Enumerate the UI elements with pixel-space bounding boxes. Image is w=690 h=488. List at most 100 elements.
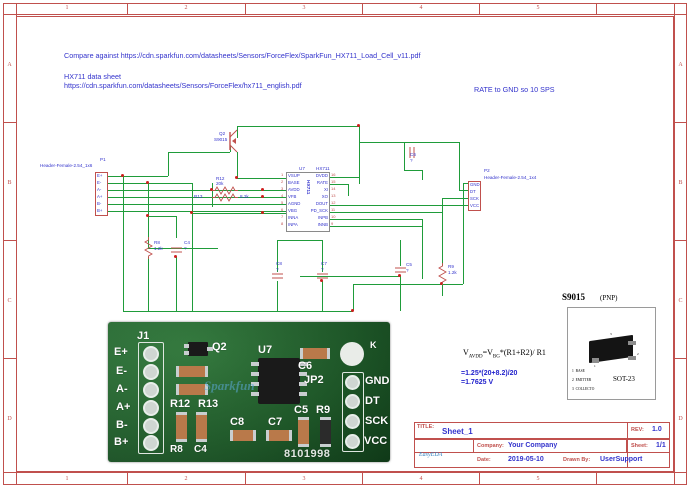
pcb-part-c5: [298, 417, 309, 447]
c4-symbol[interactable]: [170, 244, 183, 256]
r9-symbol[interactable]: [438, 263, 447, 285]
ruler-left-div-2: [3, 240, 16, 241]
junction-dot: [235, 176, 238, 179]
u7-left-pin-inna: INNA: [288, 215, 299, 220]
r9-value: 1.2k: [448, 270, 457, 275]
pcb-label-en: E-: [116, 365, 127, 377]
ruler-bottom-label-2: 2: [184, 476, 188, 482]
u7-right-pin-xo: XO: [321, 194, 328, 199]
c4-ref: C4: [184, 240, 190, 245]
formula-line1: VAVDD=VBG*(R1+R2)/ R1: [463, 348, 546, 360]
u7-right-pinnum-12: 12: [331, 200, 336, 205]
wire-innb: [330, 226, 422, 227]
pcb-u7-pin-r2: [299, 372, 307, 376]
ruler-left-div-1: [3, 122, 16, 123]
ruler-left-label-b: B: [7, 180, 12, 186]
sot23-lead-3: [628, 341, 636, 345]
pcb-pad-en[interactable]: [143, 364, 159, 380]
pcb-pad-an[interactable]: [143, 382, 159, 398]
wire-r12-avdd: [212, 190, 286, 191]
wire-r8c4-link: [148, 216, 176, 217]
c6-symbol[interactable]: [404, 146, 422, 159]
c5-symbol[interactable]: [394, 264, 407, 276]
u7-right-pinnum-15: 15: [331, 179, 336, 184]
p1-body[interactable]: [95, 172, 108, 216]
pcb-pad-bp[interactable]: [143, 435, 159, 451]
pcb-watermark: Sparkfun: [204, 378, 255, 393]
datasheet-type: (PNP): [600, 294, 618, 302]
jp2-silk-outline: [342, 372, 364, 452]
r8-ref: R8: [154, 240, 160, 245]
pcb-u7-pin-l3: [251, 382, 259, 386]
pcb-silk-k: K: [370, 340, 377, 350]
wire-c6-gnd: [422, 170, 423, 180]
u7-right-pinnum-11: 11: [331, 207, 336, 212]
ruler-top-label-5: 5: [536, 5, 540, 11]
junction-dot: [320, 279, 323, 282]
u7-ref: U7: [299, 166, 305, 171]
q2-ref: Q2: [219, 131, 226, 136]
wire-rate-down: [348, 184, 349, 196]
pcb-u7-pin-r3: [299, 382, 307, 386]
p1-ref: P1: [100, 157, 106, 162]
p2-pin-dt: DT: [470, 189, 476, 194]
date-value: 2019-05-10: [508, 456, 544, 463]
datasheet-pin-1: 1 BASE: [572, 369, 585, 373]
formula-line3: =1.7625 V: [461, 379, 494, 386]
junction-dot: [146, 214, 149, 217]
datasheet-part: S9015: [562, 292, 586, 302]
u7-right-pinnum-9: 9: [331, 221, 334, 226]
u7-left-pin-avdd: AVDD: [288, 187, 300, 192]
wire-c5-node: [300, 276, 400, 277]
title-value: Sheet_1: [442, 427, 473, 436]
r8-symbol[interactable]: [144, 237, 153, 259]
formula-sub-bg: BG: [492, 354, 500, 360]
pcb-pad-dt[interactable]: [345, 394, 360, 409]
ruler-bot-div-1: [127, 472, 128, 484]
c7-symbol[interactable]: [316, 270, 329, 282]
ruler-bot-div-2: [245, 472, 246, 484]
pcb-part-c4: [196, 412, 207, 442]
r13-symbol[interactable]: [212, 193, 238, 202]
pcb-u7-pin-l2: [251, 372, 259, 376]
u7-body[interactable]: [286, 172, 330, 232]
c8-symbol[interactable]: [271, 270, 284, 282]
pcb-pad-gnd[interactable]: [345, 375, 360, 390]
ruler-left-line: [16, 3, 17, 485]
junction-dot: [146, 181, 149, 184]
ruler-left-label-d: D: [7, 416, 12, 422]
q2-symbol[interactable]: [228, 128, 246, 156]
pcb-u7-pin-l1: [251, 362, 259, 366]
pcb-pad-bn[interactable]: [143, 418, 159, 434]
pcb-part-r12: [176, 366, 208, 377]
u7-right-pin-dvdd: DVDD: [315, 173, 328, 178]
wire-c6-left: [404, 142, 405, 170]
pcb-pad-sck[interactable]: [345, 414, 360, 429]
pcb-board-text: 8101998: [284, 448, 331, 460]
wire-p1-ep: [108, 176, 168, 177]
pcb-u7-pin-l4: [251, 392, 259, 396]
u7-left-pin-agnd: AGND: [288, 201, 301, 206]
p2-body[interactable]: [468, 181, 481, 211]
pcb-pad-vcc[interactable]: [345, 434, 360, 449]
wire-p1-bp: [108, 211, 286, 212]
ruler-bottom-label-4: 4: [419, 476, 423, 482]
pcb-part-r8: [176, 412, 187, 442]
pcb-label-gnd: GND: [365, 375, 390, 387]
r13-value: 8.2k: [240, 194, 249, 199]
r12-symbol[interactable]: [212, 186, 238, 195]
pcb-part-u7: [258, 358, 300, 404]
pcb-silk-q2: Q2: [212, 341, 227, 353]
junction-dot: [190, 211, 193, 214]
title-key: TITLE:: [417, 424, 435, 430]
wire-c87-link: [277, 240, 322, 241]
u7-right-pinnum-10: 10: [331, 214, 336, 219]
c7-ref: C7: [321, 261, 327, 266]
wire-dvdd-drop: [359, 126, 360, 184]
pcb-pad-ap[interactable]: [143, 400, 159, 416]
wire-c8-bot: [277, 281, 278, 311]
wire-rail-3: [168, 152, 169, 176]
pcb-pad-ep[interactable]: [143, 346, 159, 362]
ruler-bot-div-4: [479, 472, 480, 484]
